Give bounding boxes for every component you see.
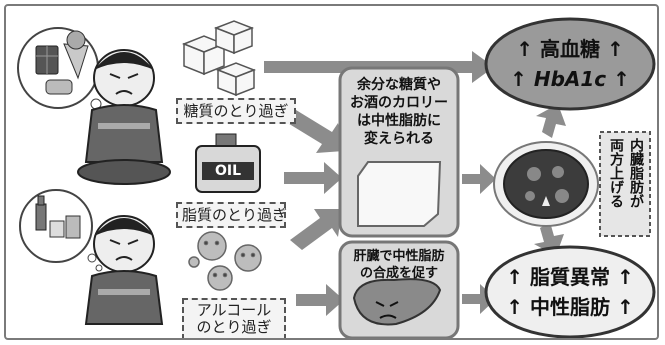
arrow-fat-to-convert	[290, 209, 342, 250]
glucose-oval-text: ↑ 高血糖 ↑ ↑ HbA1c ↑	[490, 34, 650, 94]
label-alcohol-line2: のとり過ぎ	[196, 318, 272, 336]
convert-line1: 余分な糖質や	[357, 77, 441, 93]
liver-line1: 肝臓で中性脂肪	[353, 249, 445, 264]
arrow-oil-to-convert	[284, 162, 342, 194]
convert-line2: お酒のカロリー	[350, 95, 448, 111]
oil-label-text: OIL	[214, 163, 242, 179]
convert-box-text: 余分な糖質や お酒のカロリー は中性脂肪に 変えられる	[342, 76, 456, 148]
arrow-visceral-to-glucose	[536, 104, 566, 138]
arrow-alcohol-to-liver	[296, 284, 344, 316]
label-sugar-excess: 糖質のとり過ぎ	[176, 98, 296, 124]
glucose-oval	[484, 17, 656, 111]
label-fat-excess: 脂質のとり過ぎ	[176, 202, 287, 228]
arrow-sugar-to-convert	[286, 110, 344, 153]
lipid-line2: ↑ 中性脂肪 ↑	[506, 295, 634, 319]
label-alcohol-line1: アルコール	[196, 301, 272, 319]
person-sitting-upset-1	[77, 49, 171, 185]
visceral-fat-illustration	[493, 141, 599, 227]
lipid-oval-text: ↑ 脂質異常 ↑ ↑ 中性脂肪 ↑	[490, 262, 650, 322]
liver-box-text: 肝臓で中性脂肪 の合成を促す	[342, 248, 456, 282]
side-note-box	[599, 131, 651, 237]
liver-line2: の合成を促す	[359, 266, 438, 281]
diagram-frame: 糖質のとり過ぎ 脂質のとり過ぎ アルコール のとり過ぎ OIL 余分な糖質や お…	[4, 4, 659, 340]
fat-blobs-illustration	[188, 231, 262, 291]
convert-line3: は中性脂肪に	[357, 113, 441, 129]
glucose-line2: ↑ HbA1c ↑	[510, 67, 630, 91]
drinks-thought-bubble	[19, 189, 103, 272]
sweets-thought-bubble	[17, 27, 108, 118]
side-note-col1: 内臓脂肪が	[628, 138, 644, 208]
fat-block-illustration	[357, 161, 442, 227]
side-note-col2: 両方上げる	[608, 138, 624, 208]
oil-bottle-illustration	[195, 133, 261, 193]
lipid-line1: ↑ 脂質異常 ↑	[506, 265, 634, 289]
arrow-convert-to-visceral	[462, 164, 496, 194]
person-sitting-upset-2	[84, 215, 164, 325]
diagram-artwork	[17, 17, 656, 338]
convert-line4: 変えられる	[364, 131, 434, 147]
sugar-cubes-illustration	[181, 20, 257, 97]
glucose-line1: ↑ 高血糖 ↑	[516, 37, 624, 61]
label-alcohol-excess: アルコール のとり過ぎ	[182, 298, 286, 338]
lipid-oval	[484, 245, 656, 338]
liver-illustration	[352, 278, 442, 326]
